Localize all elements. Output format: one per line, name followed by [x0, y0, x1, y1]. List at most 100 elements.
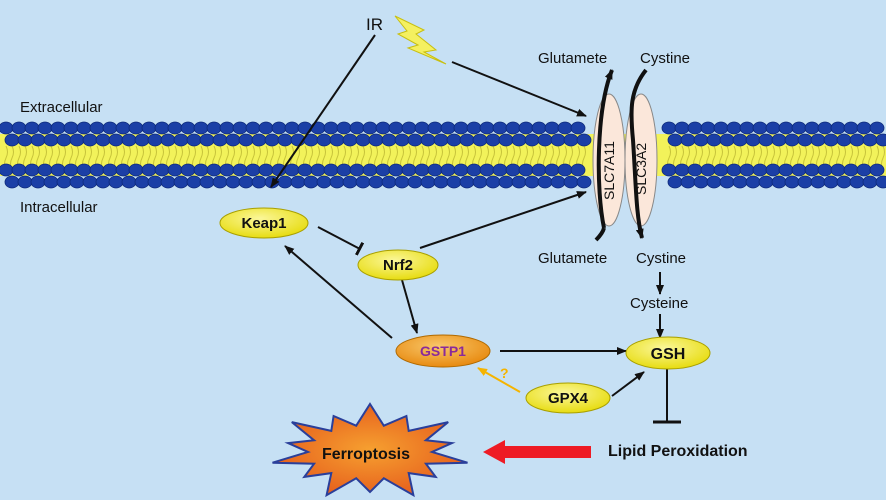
phospholipid-head [680, 175, 696, 189]
phospholipid-head [518, 121, 534, 135]
phospholipid-head [758, 133, 774, 147]
phospholipid-head [466, 163, 482, 177]
ferroptosis-node: Ferroptosis [272, 402, 468, 498]
phospholipid-head [407, 175, 423, 189]
phospholipid-head [817, 163, 833, 177]
phospholipid-head [680, 133, 696, 147]
nrf2-node: Nrf2 [357, 249, 439, 281]
phospholipid-head [0, 121, 14, 135]
phospholipid-head [121, 175, 137, 189]
phospholipid-head [167, 163, 183, 177]
extracellular-label: Extracellular [20, 99, 103, 116]
phospholipid-head [355, 133, 371, 147]
phospholipid-head [667, 175, 683, 189]
phospholipid-head [167, 121, 183, 135]
phospholipid-head [232, 163, 248, 177]
phospholipid-head [225, 175, 241, 189]
phospholipid-head [836, 175, 852, 189]
phospholipid-head [43, 175, 59, 189]
phospholipid-head [115, 163, 131, 177]
phospholipid-head [76, 121, 92, 135]
phospholipid-head [830, 121, 846, 135]
phospholipid-head [89, 121, 105, 135]
phospholipid-head [17, 175, 33, 189]
glutamate-intracellular-label: Glutamete [538, 250, 607, 267]
phospholipid-head [765, 163, 781, 177]
phospholipid-head [433, 133, 449, 147]
question-mark: ? [500, 365, 509, 381]
phospholipid-head [700, 163, 716, 177]
phospholipid-head [693, 175, 709, 189]
phospholipid-head [791, 163, 807, 177]
phospholipid-head [576, 175, 592, 189]
phospholipid-head [277, 133, 293, 147]
phospholipid-head [206, 163, 222, 177]
phospholipid-head [706, 175, 722, 189]
gstp1-to-keap1-arrow [284, 245, 393, 339]
phospholipid-head [427, 163, 443, 177]
phospholipid-head [472, 133, 488, 147]
phospholipid-head [316, 175, 332, 189]
keap1-inhibits-nrf2 [317, 226, 365, 256]
phospholipid-head [238, 175, 254, 189]
phospholipid-head [336, 163, 352, 177]
phospholipid-head [544, 121, 560, 135]
phospholipid-head [791, 121, 807, 135]
phospholipid-head [102, 163, 118, 177]
phospholipid-head [284, 121, 300, 135]
phospholipid-head [76, 163, 92, 177]
phospholipid-head [810, 175, 826, 189]
phospholipid-head [843, 121, 859, 135]
phospholipid-head [401, 163, 417, 177]
phospholipid-head [427, 121, 443, 135]
phospholipid-head [63, 163, 79, 177]
phospholipid-head [524, 133, 540, 147]
lightning-bolt-icon [394, 15, 447, 65]
phospholipid-head [849, 133, 865, 147]
phospholipid-head [745, 133, 761, 147]
phospholipid-head [154, 121, 170, 135]
phospholipid-head [674, 121, 690, 135]
phospholipid-head [37, 121, 53, 135]
phospholipid-head [193, 163, 209, 177]
phospholipid-head [498, 175, 514, 189]
phospholipid-head [875, 133, 886, 147]
phospholipid-head [713, 121, 729, 135]
phospholipid-head [329, 175, 345, 189]
phospholipid-head [550, 175, 566, 189]
phospholipid-head [349, 121, 365, 135]
phospholipid-head [82, 133, 98, 147]
phospholipid-head [492, 121, 508, 135]
phospholipid-head [323, 163, 339, 177]
phospholipid-head [108, 133, 124, 147]
phospholipid-head [37, 163, 53, 177]
phospholipid-head [141, 121, 157, 135]
phospholipid-head [43, 133, 59, 147]
phospholipid-head [752, 163, 768, 177]
phospholipid-head [95, 175, 111, 189]
phospholipid-head [69, 133, 85, 147]
phospholipid-head [128, 163, 144, 177]
phospholipid-head [544, 163, 560, 177]
phospholipid-head [147, 175, 163, 189]
phospholipid-head [11, 121, 27, 135]
phospholipid-head [30, 175, 46, 189]
phospholipid-head [531, 163, 547, 177]
phospholipid-head [732, 175, 748, 189]
membrane-outer-heads [0, 121, 886, 147]
phospholipid-head [0, 163, 14, 177]
phospholipid-head [115, 121, 131, 135]
phospholipid-head [739, 121, 755, 135]
phospholipid-head [160, 133, 176, 147]
phospholipid-head [4, 175, 20, 189]
cysteine-label: Cysteine [630, 295, 688, 312]
gsh-label: GSH [651, 346, 686, 363]
phospholipid-head [245, 163, 261, 177]
phospholipid-head [563, 133, 579, 147]
phospholipid-head [225, 133, 241, 147]
phospholipid-head [394, 175, 410, 189]
phospholipid-head [199, 175, 215, 189]
phospholipid-head [121, 133, 137, 147]
phospholipid-head [82, 175, 98, 189]
